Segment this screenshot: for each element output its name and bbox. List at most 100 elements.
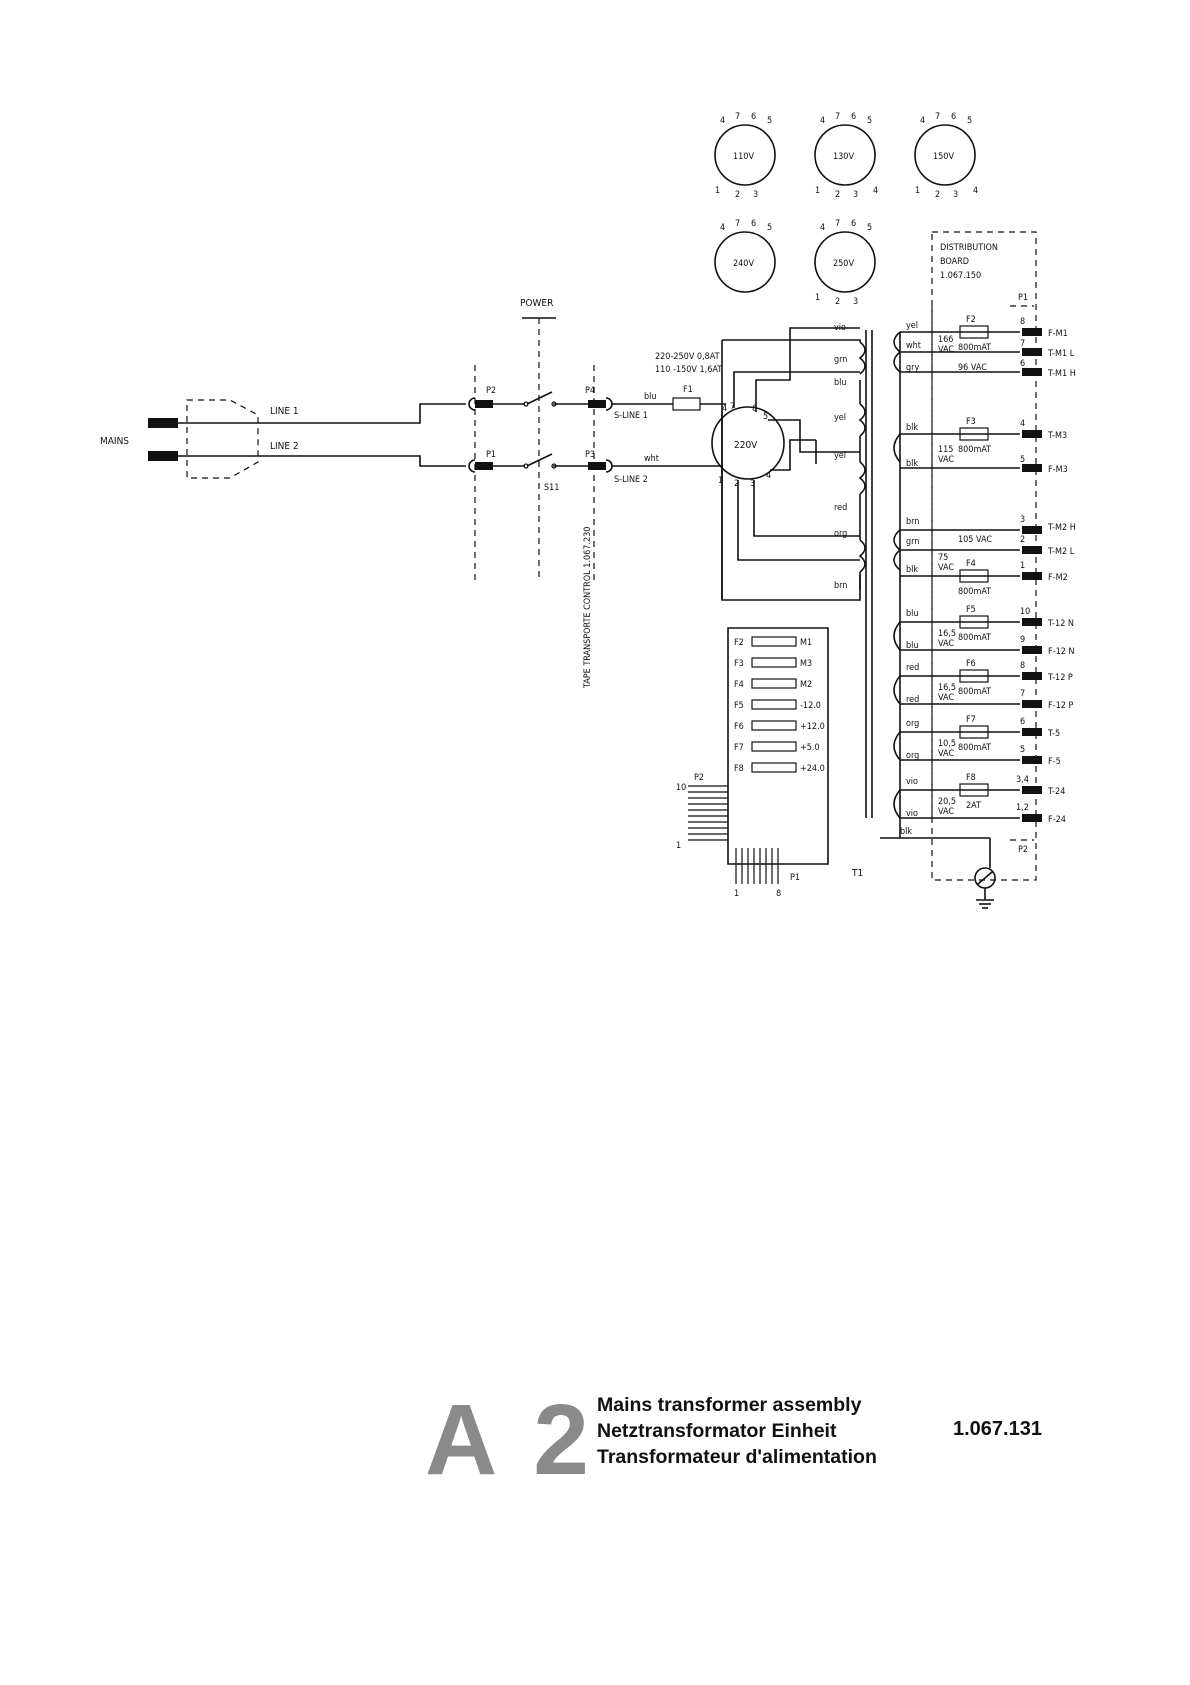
title-german: Netztransformator Einheit <box>597 1420 837 1442</box>
primary-wire-8: brn <box>834 581 847 591</box>
svg-text:4: 4 <box>720 116 725 126</box>
svg-text:F-5: F-5 <box>1048 757 1061 767</box>
svg-text:F-12 P: F-12 P <box>1048 701 1073 711</box>
svg-text:7: 7 <box>735 219 740 229</box>
svg-text:VAC: VAC <box>938 345 954 355</box>
svg-text:F-M2: F-M2 <box>1048 573 1068 583</box>
svg-text:T-M2 L: T-M2 L <box>1047 547 1075 557</box>
svg-text:red: red <box>906 695 919 705</box>
svg-text:3: 3 <box>853 190 858 200</box>
svg-text:110V: 110V <box>733 152 754 162</box>
svg-text:F-24: F-24 <box>1048 815 1066 825</box>
svg-text:F7: F7 <box>734 743 744 753</box>
svg-text:F7: F7 <box>966 715 976 725</box>
svg-text:1: 1 <box>676 841 681 851</box>
svg-text:9: 9 <box>1020 635 1025 645</box>
ground-wire-label: blk <box>900 827 912 837</box>
svg-text:grn: grn <box>906 537 919 547</box>
mains-plug: MAINS <box>100 399 259 479</box>
svg-text:16,5: 16,5 <box>938 683 956 693</box>
power-switch-s11: POWER S11 <box>493 298 590 580</box>
selector-main-label: 220V <box>734 440 758 451</box>
svg-text:M2: M2 <box>800 680 812 690</box>
fuse-rating-2: 110 -150V 1,6AT <box>655 365 722 375</box>
wht-label: wht <box>644 454 659 464</box>
svg-text:5: 5 <box>867 116 872 126</box>
svg-text:96 VAC: 96 VAC <box>958 363 987 373</box>
svg-text:T-24: T-24 <box>1047 787 1065 797</box>
svg-text:T-M2 H: T-M2 H <box>1047 523 1076 533</box>
secondary-f8: vio vio 20,5 VAC F8 2AT 3,4 1,2 T-24 F-2… <box>893 773 1066 825</box>
svg-text:5: 5 <box>763 412 768 422</box>
secondary-f7: org org 10,5 VAC F7 800mAT 6 5 T-5 F-5 <box>893 715 1061 767</box>
svg-text:1,2: 1,2 <box>1016 803 1029 813</box>
primary-wire-4: yel <box>834 413 846 423</box>
svg-text:2: 2 <box>734 479 739 489</box>
svg-text:F4: F4 <box>734 680 744 690</box>
svg-text:6: 6 <box>752 404 757 414</box>
svg-text:5: 5 <box>767 223 772 233</box>
svg-text:M3: M3 <box>800 659 812 669</box>
svg-text:5: 5 <box>767 116 772 126</box>
svg-text:1: 1 <box>734 889 739 899</box>
svg-text:8: 8 <box>1020 661 1025 671</box>
line1-label: LINE 1 <box>270 406 299 417</box>
svg-text:4: 4 <box>1020 419 1025 429</box>
svg-text:166: 166 <box>938 335 953 345</box>
p1-header: P1 <box>1018 293 1028 303</box>
svg-text:F3: F3 <box>734 659 744 669</box>
svg-text:vio: vio <box>906 809 918 819</box>
svg-text:5: 5 <box>1020 455 1025 465</box>
svg-text:F-12 N: F-12 N <box>1048 647 1075 657</box>
svg-text:3: 3 <box>753 190 758 200</box>
svg-text:org: org <box>906 751 919 761</box>
svg-text:1: 1 <box>815 186 820 196</box>
svg-text:2: 2 <box>735 190 740 200</box>
svg-text:10: 10 <box>676 783 686 793</box>
svg-text:3: 3 <box>1020 515 1025 525</box>
secondary-f5: blu blu 16,5 VAC F5 800mAT 10 9 T-12 N F… <box>893 605 1075 657</box>
svg-text:7: 7 <box>735 112 740 122</box>
svg-text:T-12 N: T-12 N <box>1047 619 1074 629</box>
primary-wire-2: grn <box>834 355 847 365</box>
secondary-f2: yel wht gry 166 VAC F2 800mAT 96 VAC 8 7… <box>893 315 1076 379</box>
svg-text:2: 2 <box>835 190 840 200</box>
svg-text:VAC: VAC <box>938 455 954 465</box>
svg-text:1: 1 <box>915 186 920 196</box>
primary-wiring: F1 blu wht 220-250V 0,8AT 110 -150V 1,6A… <box>612 352 726 467</box>
svg-text:6: 6 <box>1020 359 1025 369</box>
svg-text:blk: blk <box>906 423 918 433</box>
p2-footer: P2 <box>1018 845 1028 855</box>
title-french: Transformateur d'alimentation <box>597 1446 877 1468</box>
title-english: Mains transformer assembly <box>597 1394 862 1416</box>
primary-wire-6: red <box>834 503 847 513</box>
svg-text:F8: F8 <box>966 773 976 783</box>
svg-text:7: 7 <box>935 112 940 122</box>
input-connectors: P2 P1 <box>468 365 496 580</box>
svg-text:8: 8 <box>776 889 781 899</box>
svg-text:6: 6 <box>951 112 956 122</box>
svg-text:+24.0: +24.0 <box>800 764 825 774</box>
svg-text:1: 1 <box>815 293 820 303</box>
svg-text:8: 8 <box>1020 317 1025 327</box>
line2-label: LINE 2 <box>270 441 299 452</box>
svg-text:800mAT: 800mAT <box>958 633 991 643</box>
secondary-windings: yel wht gry 166 VAC F2 800mAT 96 VAC 8 7… <box>893 315 1076 838</box>
svg-text:1: 1 <box>715 186 720 196</box>
svg-text:F6: F6 <box>734 722 744 732</box>
svg-text:VAC: VAC <box>938 807 954 817</box>
svg-text:T-12 P: T-12 P <box>1047 673 1073 683</box>
svg-text:+12.0: +12.0 <box>800 722 825 732</box>
fuse-rating-1: 220-250V 0,8AT <box>655 352 720 362</box>
mains-label: MAINS <box>100 436 129 447</box>
svg-text:7: 7 <box>730 402 735 412</box>
svg-text:4: 4 <box>722 404 727 414</box>
svg-text:20,5: 20,5 <box>938 797 956 807</box>
svg-text:4: 4 <box>820 116 825 126</box>
svg-text:4: 4 <box>820 223 825 233</box>
svg-text:6: 6 <box>1020 717 1025 727</box>
svg-text:3,4: 3,4 <box>1016 775 1029 785</box>
